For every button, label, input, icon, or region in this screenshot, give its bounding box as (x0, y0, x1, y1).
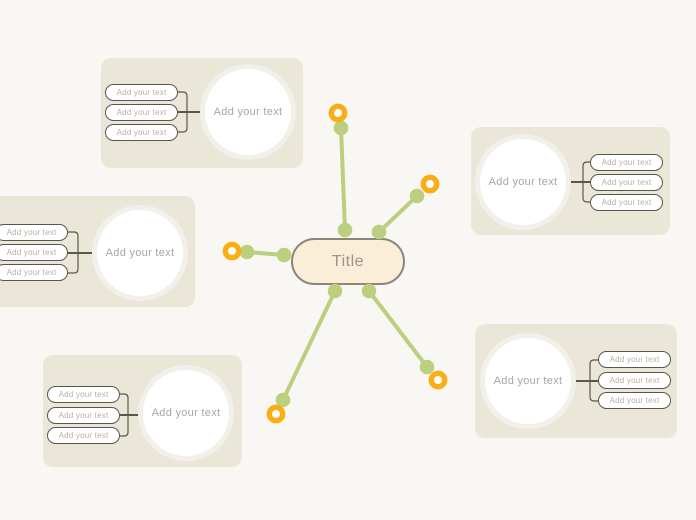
floating-topic-handle-icon[interactable] (222, 241, 242, 261)
topic-circle[interactable]: Add your text (92, 205, 188, 301)
subtopic-pill[interactable]: Add your text (590, 174, 663, 191)
subtopic-label: Add your text (58, 390, 109, 399)
subtopic-pill[interactable]: Add your text (0, 264, 68, 281)
subtopic-label: Add your text (116, 128, 167, 137)
subtopic-label: Add your text (116, 108, 167, 117)
topic-label: Add your text (151, 407, 221, 419)
subtopic-pill[interactable]: Add your text (598, 372, 671, 389)
subtopic-pill[interactable]: Add your text (598, 351, 671, 368)
subtopic-label: Add your text (609, 355, 660, 364)
topic-card-bottom-right[interactable]: Add your text Add your text Add your tex… (475, 324, 677, 438)
subtopic-pill[interactable]: Add your text (105, 124, 178, 141)
branch-end-dot (239, 244, 255, 260)
topic-circle[interactable]: Add your text (138, 365, 234, 461)
branch-end-dot (409, 188, 425, 204)
branch-line-bottom-left (281, 290, 337, 401)
topic-label: Add your text (488, 176, 558, 188)
subtopic-label: Add your text (601, 178, 652, 187)
central-topic-node[interactable]: Title (291, 238, 405, 285)
topic-circle[interactable]: Add your text (200, 64, 296, 160)
floating-topic-handle-icon[interactable] (266, 404, 286, 424)
topic-card-bottom-left[interactable]: Add your text Add your text Add your tex… (43, 355, 242, 467)
topic-label: Add your text (493, 375, 563, 387)
branch-end-dot (333, 120, 349, 136)
subtopic-label: Add your text (6, 268, 57, 277)
floating-topic-handle-icon[interactable] (428, 370, 448, 390)
subtopic-label: Add your text (609, 376, 660, 385)
central-topic-label: Title (331, 252, 365, 270)
branch-end-dot (275, 392, 291, 408)
subtopic-label: Add your text (58, 431, 109, 440)
subtopic-pill[interactable]: Add your text (0, 244, 68, 261)
subtopic-pill[interactable]: Add your text (590, 194, 663, 211)
topic-circle[interactable]: Add your text (475, 134, 571, 230)
subtopic-pill[interactable]: Add your text (47, 407, 120, 424)
branch-line-bottom-right (367, 289, 429, 369)
subtopic-pill[interactable]: Add your text (105, 104, 178, 121)
topic-card-middle-left[interactable]: Add your text Add your text Add your tex… (0, 196, 195, 307)
subtopic-label: Add your text (609, 396, 660, 405)
branch-anchor-dot (327, 283, 343, 299)
subtopic-pill[interactable]: Add your text (105, 84, 178, 101)
topic-label: Add your text (213, 106, 283, 118)
branch-end-dot (419, 359, 435, 375)
subtopic-label: Add your text (116, 88, 167, 97)
topic-card-top-left[interactable]: Add your text Add your text Add your tex… (101, 58, 303, 168)
subtopic-pill[interactable]: Add your text (598, 392, 671, 409)
branch-anchor-dot (276, 247, 292, 263)
subtopic-pill[interactable]: Add your text (47, 386, 120, 403)
subtopic-label: Add your text (58, 411, 109, 420)
subtopic-pill[interactable]: Add your text (47, 427, 120, 444)
subtopic-label: Add your text (6, 228, 57, 237)
branch-line-top (339, 127, 347, 231)
branch-anchor-dot (361, 283, 377, 299)
subtopic-label: Add your text (6, 248, 57, 257)
subtopic-label: Add your text (601, 198, 652, 207)
branch-line-left (246, 250, 285, 257)
topic-label: Add your text (105, 247, 175, 259)
topic-circle[interactable]: Add your text (480, 333, 576, 429)
subtopic-pill[interactable]: Add your text (0, 224, 68, 241)
branch-anchor-dot (337, 222, 353, 238)
floating-topic-handle-icon[interactable] (420, 174, 440, 194)
topic-card-top-right[interactable]: Add your text Add your text Add your tex… (471, 127, 670, 235)
subtopic-pill[interactable]: Add your text (590, 154, 663, 171)
subtopic-label: Add your text (601, 158, 652, 167)
branch-line-upper-right (377, 194, 419, 234)
floating-topic-handle-icon[interactable] (328, 103, 348, 123)
